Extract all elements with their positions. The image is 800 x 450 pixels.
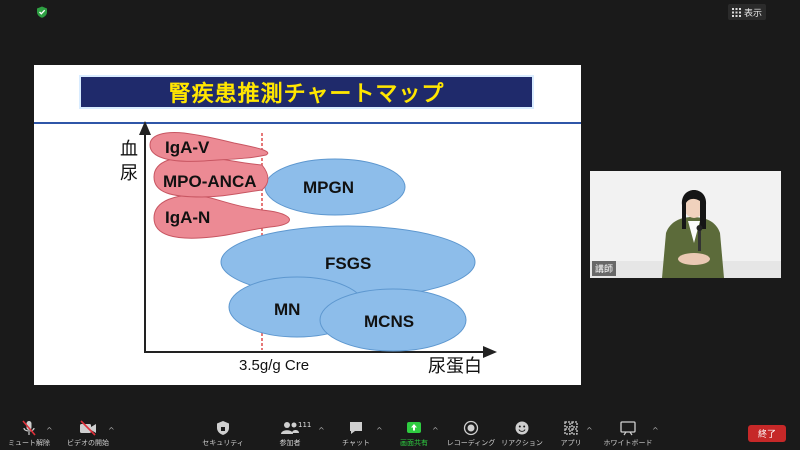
x-axis-arrow bbox=[483, 346, 497, 358]
security-button[interactable]: セキュリティ bbox=[198, 418, 248, 450]
igav-label: IgA-V bbox=[165, 138, 210, 157]
mic-muted-icon bbox=[22, 420, 36, 436]
meeting-toolbar: ミュート解除 ^ ビデオの開始 ^ セキュリティ 参加者 111 ^ bbox=[0, 418, 800, 450]
record-icon bbox=[463, 420, 479, 436]
record-label: レコーディング bbox=[446, 439, 496, 447]
mute-button[interactable]: ミュート解除 bbox=[4, 418, 54, 450]
participants-icon bbox=[281, 422, 299, 434]
share-screen-icon bbox=[407, 422, 421, 433]
igav-region bbox=[149, 132, 269, 162]
apps-icon bbox=[564, 421, 578, 435]
chart-map-diagram: IgA-V MPO-ANCA IgA-N MPGN FSGS MN MCNS 血… bbox=[120, 121, 497, 377]
chat-label: チャット bbox=[342, 439, 370, 447]
chat-options-caret[interactable]: ^ bbox=[376, 426, 383, 435]
whiteboard-options-caret[interactable]: ^ bbox=[652, 426, 659, 435]
presenter-video[interactable]: 講師 bbox=[590, 171, 781, 278]
whiteboard-label: ホワイトボード bbox=[603, 439, 653, 447]
share-options-caret[interactable]: ^ bbox=[432, 426, 439, 435]
y-axis-label-2: 尿 bbox=[120, 163, 138, 184]
presenter-image bbox=[590, 171, 781, 278]
mcns-region bbox=[319, 288, 467, 352]
view-label: 表示 bbox=[743, 8, 762, 19]
shield-icon bbox=[217, 421, 229, 435]
participants-label: 参加者 bbox=[279, 439, 301, 447]
share-screen-button[interactable]: 画面共有 bbox=[394, 418, 434, 450]
shield-check-icon[interactable] bbox=[36, 6, 48, 18]
reactions-button[interactable]: リアクション bbox=[500, 418, 544, 450]
participant-count: 111 bbox=[298, 421, 312, 429]
y-axis-label-1: 血 bbox=[120, 139, 138, 160]
mn-label: MN bbox=[274, 300, 300, 319]
mute-label: ミュート解除 bbox=[8, 439, 50, 447]
mpgn-label: MPGN bbox=[303, 178, 354, 197]
shared-screen: 腎疾患推測チャートマップ IgA-V MPO-ANCA IgA-N MPGN F… bbox=[34, 65, 581, 385]
video-off-icon bbox=[80, 420, 96, 436]
top-bar: 表示 bbox=[0, 0, 800, 24]
mcns-label: MCNS bbox=[364, 312, 414, 331]
video-label: ビデオの開始 bbox=[67, 439, 109, 447]
mute-options-caret[interactable]: ^ bbox=[46, 426, 53, 435]
end-meeting-button[interactable]: 終了 bbox=[748, 425, 786, 442]
participants-button[interactable]: 参加者 bbox=[270, 418, 310, 450]
security-label: セキュリティ bbox=[202, 439, 244, 447]
threshold-label: 3.5g/g Cre bbox=[239, 357, 309, 374]
whiteboard-button[interactable]: ホワイトボード bbox=[601, 418, 655, 450]
grid-icon bbox=[731, 7, 741, 17]
apps-button[interactable]: アプリ bbox=[556, 418, 586, 450]
igan-label: IgA-N bbox=[165, 208, 210, 227]
chat-icon bbox=[350, 422, 362, 434]
slide-title-banner: 腎疾患推測チャートマップ bbox=[79, 75, 534, 109]
video-options-caret[interactable]: ^ bbox=[108, 426, 115, 435]
fsgs-label: FSGS bbox=[325, 254, 371, 273]
mpo-anca-label: MPO-ANCA bbox=[163, 172, 257, 191]
whiteboard-icon bbox=[620, 421, 636, 436]
video-button[interactable]: ビデオの開始 bbox=[60, 418, 116, 450]
reactions-label: リアクション bbox=[501, 439, 543, 447]
x-axis-label: 尿蛋白 bbox=[428, 356, 482, 377]
slide-title: 腎疾患推測チャートマップ bbox=[168, 82, 445, 107]
reaction-icon bbox=[515, 421, 529, 435]
chat-button[interactable]: チャット bbox=[334, 418, 378, 450]
participant-name: 講師 bbox=[592, 261, 617, 276]
y-axis-arrow bbox=[139, 121, 151, 135]
apps-label: アプリ bbox=[560, 439, 582, 447]
view-button[interactable]: 表示 bbox=[727, 4, 766, 20]
share-screen-label: 画面共有 bbox=[400, 439, 428, 447]
title-underline bbox=[34, 122, 581, 124]
apps-options-caret[interactable]: ^ bbox=[586, 426, 593, 435]
participants-options-caret[interactable]: ^ bbox=[318, 426, 325, 435]
record-button[interactable]: レコーディング bbox=[446, 418, 496, 450]
